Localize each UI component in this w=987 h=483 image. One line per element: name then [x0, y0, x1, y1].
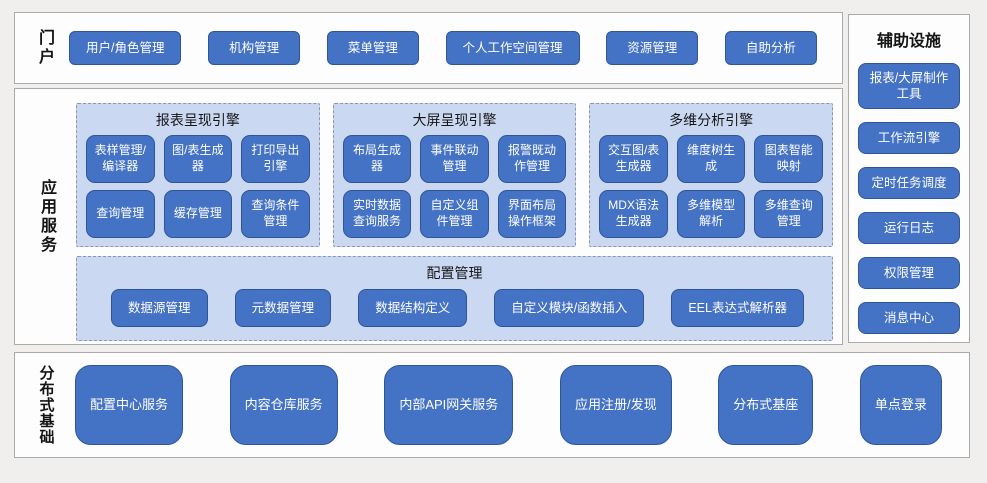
engine-button[interactable]: 缓存管理 [163, 190, 233, 238]
engine-button[interactable]: 查询管理 [86, 190, 155, 238]
config-title: 配置管理 [426, 265, 483, 281]
portal-button-menu[interactable]: 菜单管理 [326, 31, 419, 65]
auxiliary-panel: 辅助设施 报表/大屏制作工具 工作流引擎 定时任务调度 运行日志 权限管理 消息… [848, 14, 970, 343]
engine-button[interactable]: 自定义组件管理 [420, 190, 489, 238]
config-button-schema[interactable]: 数据结构定义 [358, 289, 468, 327]
engine-row: 报表呈现引擎 表样管理/编译器 图/表生成器 打印导出引擎 查询管理 缓存管理 … [76, 103, 834, 247]
engine-button[interactable]: 图/表生成器 [163, 135, 233, 183]
dist-button-api-gateway[interactable]: 内部API网关服务 [384, 365, 514, 445]
dist-button-sso[interactable]: 单点登录 [859, 365, 942, 445]
dist-button-config-center[interactable]: 配置中心服务 [75, 365, 184, 445]
aux-button-report-tool[interactable]: 报表/大屏制作工具 [858, 63, 960, 109]
portal-label: 门户 [36, 29, 53, 67]
portal-button-resource[interactable]: 资源管理 [606, 31, 699, 65]
engine-button[interactable]: 图表智能映射 [754, 135, 823, 183]
engine-box-olap: 多维分析引擎 交互图/表生成器 维度树生成 图表智能映射 MDX语法生成器 多维… [589, 103, 834, 247]
distributed-panel: 分布式基础 配置中心服务 内容仓库服务 内部API网关服务 应用注册/发现 分布… [14, 352, 970, 458]
portal-button-selfservice[interactable]: 自助分析 [724, 31, 817, 65]
engine-button[interactable]: MDX语法生成器 [599, 190, 668, 238]
portal-button-user-role[interactable]: 用户/角色管理 [69, 31, 182, 65]
aux-button-scheduler[interactable]: 定时任务调度 [858, 167, 960, 199]
app-services-content: 报表呈现引擎 表样管理/编译器 图/表生成器 打印导出引擎 查询管理 缓存管理 … [67, 89, 842, 344]
config-management-box: 配置管理 数据源管理 元数据管理 数据结构定义 自定义模块/函数插入 EEL表达… [76, 256, 833, 341]
dist-button-base[interactable]: 分布式基座 [718, 365, 814, 445]
engine-button[interactable]: 多维查询管理 [754, 190, 823, 238]
engine-button[interactable]: 打印导出引擎 [241, 135, 310, 183]
aux-button-workflow[interactable]: 工作流引擎 [858, 122, 960, 154]
engine-button[interactable]: 维度树生成 [676, 135, 746, 183]
engine-title: 大屏呈现引擎 [412, 112, 497, 128]
engine-button[interactable]: 实时数据查询服务 [342, 190, 412, 238]
engine-button[interactable]: 界面布局操作框架 [497, 190, 567, 238]
aux-button-message-center[interactable]: 消息中心 [858, 302, 960, 334]
engine-box-report: 报表呈现引擎 表样管理/编译器 图/表生成器 打印导出引擎 查询管理 缓存管理 … [76, 103, 320, 247]
config-button-metadata[interactable]: 元数据管理 [234, 289, 332, 327]
auxiliary-title: 辅助设施 [876, 33, 941, 50]
engine-title: 多维分析引擎 [669, 112, 754, 128]
engine-title: 报表呈现引擎 [155, 112, 240, 128]
aux-button-permission[interactable]: 权限管理 [858, 257, 960, 289]
portal-button-row: 用户/角色管理 机构管理 菜单管理 个人工作空间管理 资源管理 自助分析 [65, 13, 842, 83]
dist-button-content-repo[interactable]: 内容仓库服务 [229, 365, 338, 445]
engine-button[interactable]: 查询条件管理 [241, 190, 310, 238]
aux-button-runlog[interactable]: 运行日志 [858, 212, 960, 244]
engine-button[interactable]: 事件联动管理 [420, 135, 489, 183]
dist-button-app-registry[interactable]: 应用注册/发现 [559, 365, 672, 445]
config-button-custom-module[interactable]: 自定义模块/函数插入 [494, 289, 645, 327]
config-button-datasource[interactable]: 数据源管理 [111, 289, 208, 327]
app-services-panel: 应用服务 报表呈现引擎 表样管理/编译器 图/表生成器 打印导出引擎 查询管理 … [14, 88, 843, 345]
engine-button[interactable]: 布局生成器 [342, 135, 412, 183]
config-button-eel-parser[interactable]: EEL表达式解析器 [671, 289, 804, 327]
distributed-label: 分布式基础 [37, 365, 55, 445]
portal-button-workspace[interactable]: 个人工作空间管理 [445, 31, 580, 65]
engine-button[interactable]: 交互图/表生成器 [599, 135, 668, 183]
engine-box-bigscreen: 大屏呈现引擎 布局生成器 事件联动管理 报警既动作管理 实时数据查询服务 自定义… [332, 103, 577, 247]
engine-button[interactable]: 报警既动作管理 [497, 135, 567, 183]
portal-button-org[interactable]: 机构管理 [208, 31, 301, 65]
app-services-label: 应用服务 [38, 178, 55, 255]
engine-button[interactable]: 多维模型解析 [676, 190, 746, 238]
engine-button[interactable]: 表样管理/编译器 [86, 135, 155, 183]
portal-panel: 门户 用户/角色管理 机构管理 菜单管理 个人工作空间管理 资源管理 自助分析 [14, 12, 843, 84]
